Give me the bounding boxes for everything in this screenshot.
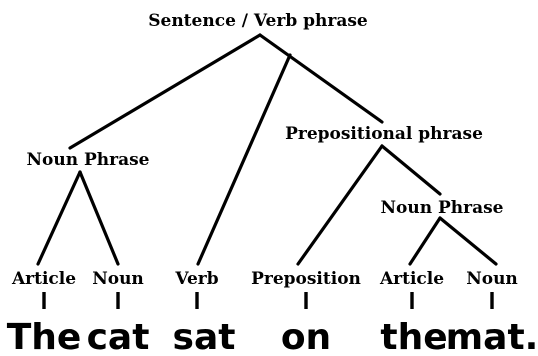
tree-edges <box>36 33 498 266</box>
edge-root-pp <box>258 33 384 124</box>
word-the-2: the <box>380 317 447 356</box>
pos-noun-1: Noun <box>92 269 144 289</box>
edge-np1-article <box>36 170 82 266</box>
pos-article-1: Article <box>11 269 76 289</box>
edge-np2-article <box>408 216 442 266</box>
word-the-1: The <box>7 317 82 356</box>
edge-np2-noun <box>438 216 498 266</box>
edge-root-np1 <box>68 33 262 150</box>
connector-ticks <box>42 292 494 309</box>
node-noun-phrase-1: Noun Phrase <box>26 150 149 170</box>
pos-verb: Verb <box>174 269 218 289</box>
edge-pp-np2 <box>380 144 442 196</box>
edge-np1-noun <box>78 170 120 266</box>
pos-article-2: Article <box>379 269 444 289</box>
edge-pp-preposition <box>296 144 384 266</box>
word-cat: cat <box>87 317 150 356</box>
word-sat: sat <box>173 317 236 356</box>
node-noun-phrase-2: Noun Phrase <box>380 198 503 218</box>
word-on: on <box>281 317 331 356</box>
edge-root-verb <box>196 53 292 266</box>
pos-preposition: Preposition <box>251 269 361 289</box>
pos-noun-2: Noun <box>466 269 518 289</box>
node-sentence-verb-phrase: Sentence / Verb phrase <box>148 11 368 31</box>
node-prepositional-phrase: Prepositional phrase <box>285 124 483 144</box>
word-mat: mat. <box>446 317 538 356</box>
